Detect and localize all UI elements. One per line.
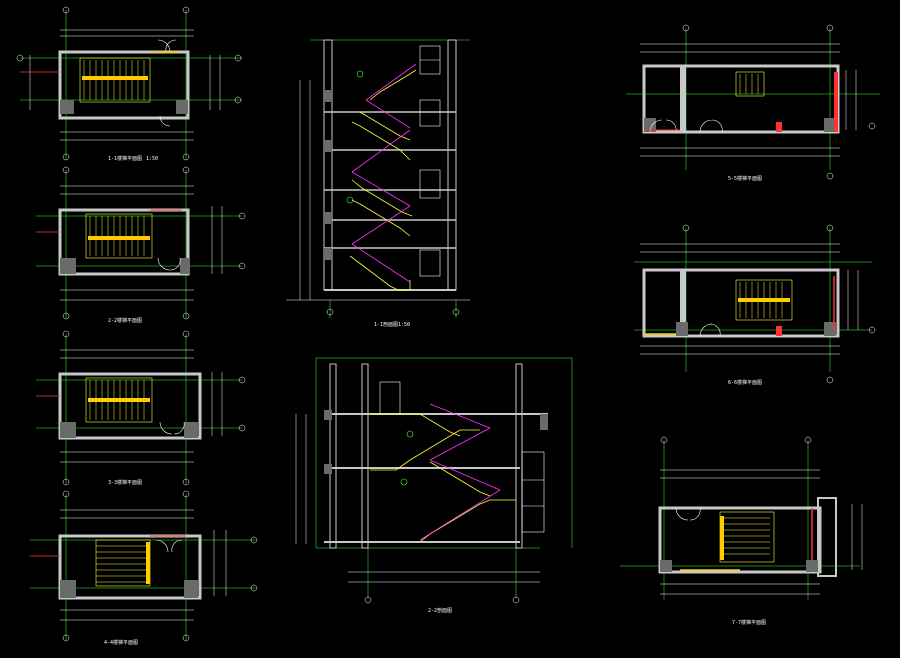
plan-caption-3: 3-3楼梯平面图 (108, 479, 142, 486)
plan-caption-5: 5-5楼梯平面图 (728, 175, 762, 182)
stair-plan-5 (626, 24, 880, 180)
stair-plan-7 (620, 436, 863, 600)
plan-caption-2: 2-2楼梯平面图 (108, 317, 142, 324)
stair-plan-6 (634, 224, 876, 384)
plan-caption-1: 1-1楼梯平面图 (108, 155, 142, 162)
plan-scale-1: 1:50 (146, 156, 158, 162)
stair-plan-3 (36, 330, 246, 486)
stair-section-2 (295, 357, 573, 604)
section-scale-1: 1:50 (398, 322, 410, 328)
stair-plan-2 (36, 166, 246, 320)
plan-caption-7: 7-7楼梯平面图 (732, 619, 766, 626)
stair-section-1 (286, 39, 470, 318)
plan-caption-4: 4-4楼梯平面图 (104, 639, 138, 646)
section-caption-2: 2-2剖面图 (428, 607, 452, 614)
section-caption-1: 1-1剖面图 (374, 321, 398, 328)
stair-plan-1 (16, 6, 242, 161)
stair-plan-4 (30, 490, 258, 642)
plan-caption-6: 6-6楼梯平面图 (728, 379, 762, 386)
